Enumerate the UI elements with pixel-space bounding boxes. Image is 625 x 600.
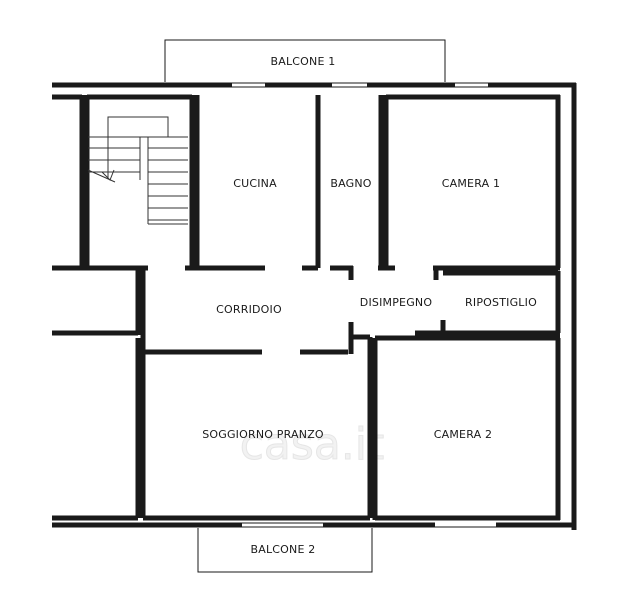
balcony-1-outline [164, 39, 446, 82]
label-ripostiglio: RIPOSTIGLIO [465, 296, 537, 309]
balcony-2-outline [197, 528, 373, 573]
label-disimpegno: DISIMPEGNO [360, 296, 433, 309]
stair-arrow-icon [101, 169, 115, 181]
label-balcone-1: BALCONE 1 [270, 55, 335, 68]
watermark-logo: casa.it [240, 419, 385, 470]
interior-walls [52, 94, 561, 521]
label-camera-1: CAMERA 1 [442, 177, 500, 190]
exterior-walls [52, 82, 577, 530]
label-camera-2: CAMERA 2 [434, 428, 492, 441]
staircase [87, 116, 188, 225]
label-soggiorno-pranzo: SOGGIORNO PRANZO [202, 428, 324, 441]
label-bagno: BAGNO [330, 177, 371, 190]
label-corridoio: CORRIDOIO [216, 303, 282, 316]
label-cucina: CUCINA [233, 177, 277, 190]
label-balcone-2: BALCONE 2 [250, 543, 315, 556]
